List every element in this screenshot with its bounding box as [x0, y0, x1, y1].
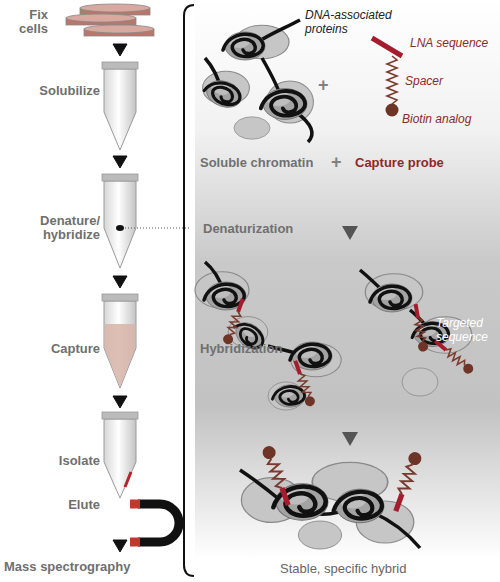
magnet-pole	[130, 500, 140, 509]
probe-part-label: LNA sequence	[410, 36, 498, 50]
step-label: Solubilize	[4, 84, 100, 98]
process-step: Denature/ hybridize	[4, 168, 154, 276]
probe-part-label: Biotin analog	[402, 112, 492, 126]
step-label: Isolate	[4, 454, 100, 468]
tube-body	[104, 69, 136, 150]
plus-sign: +	[318, 76, 338, 94]
flow-arrow	[113, 156, 127, 168]
capture-probe	[261, 444, 295, 507]
flow-arrow	[113, 44, 127, 56]
spacer	[387, 56, 397, 104]
nucleosome	[223, 32, 265, 60]
tube-body	[104, 181, 136, 268]
flow-arrow	[113, 276, 127, 288]
tube-cap	[102, 174, 138, 181]
sample-dot	[116, 225, 124, 231]
tube-cap	[102, 62, 138, 69]
process-step: Elute	[4, 492, 154, 540]
process-step: Isolate	[4, 408, 154, 492]
component-label: Soluble chromatin	[200, 156, 330, 170]
dna-strand	[372, 512, 420, 548]
result-label: Stable, specific hybrid	[280, 562, 480, 576]
plus-sign: +	[331, 153, 351, 171]
step-label: Denature/ hybridize	[4, 214, 100, 242]
step-label: Fix cells	[4, 8, 48, 36]
panel-background	[195, 0, 500, 582]
protein-label: DNA-associated proteins	[305, 8, 400, 36]
step-arrow	[342, 432, 358, 446]
nucleosome	[261, 89, 307, 120]
soluble-chromatin	[201, 20, 313, 142]
protein-blob	[402, 368, 438, 396]
tube-body	[104, 419, 136, 498]
stage-label: Denaturization	[203, 222, 323, 236]
capture-probe	[411, 303, 429, 352]
biotin-analog	[386, 104, 399, 117]
protein-blob	[298, 521, 341, 549]
dish-top	[80, 4, 150, 12]
step-label: Elute	[4, 498, 100, 512]
step-label: Capture	[4, 342, 100, 356]
tube-cap	[102, 412, 138, 419]
callout-label: Targeted sequence	[436, 316, 498, 344]
process-step: Mass spectrography	[4, 552, 154, 580]
protein-blob	[234, 117, 270, 139]
magnet-body	[138, 504, 179, 542]
dotted-leader	[125, 228, 190, 229]
capture-probe	[372, 38, 402, 117]
nucleosome	[370, 284, 412, 312]
process-step: Fix cells	[4, 2, 154, 44]
lna-sequence	[372, 38, 402, 56]
nucleosome	[334, 489, 384, 523]
tube-body	[104, 301, 136, 388]
petri-dishes	[66, 4, 154, 36]
tube	[102, 294, 138, 388]
captured-pellet	[125, 472, 131, 487]
tube-liquid	[105, 324, 136, 387]
magnet-pole	[130, 538, 140, 547]
stage-label: Hybridization	[200, 342, 320, 356]
probe-part-label: Spacer	[405, 74, 465, 88]
flow-arrow	[113, 396, 127, 408]
flow-arrow	[113, 540, 127, 552]
capture-probe	[390, 450, 424, 513]
magnet	[130, 504, 179, 542]
tube	[102, 174, 138, 268]
component-label: Capture probe	[355, 156, 475, 170]
nucleosome	[201, 75, 245, 112]
dish-top	[84, 25, 154, 33]
tube	[102, 412, 138, 498]
capture-probe	[291, 359, 317, 408]
dna-strand	[258, 20, 300, 42]
tube	[102, 62, 138, 150]
bracket	[184, 5, 194, 576]
capture-probe	[222, 297, 248, 346]
dish-top	[66, 14, 136, 22]
hybridizing-chromatin	[195, 262, 475, 410]
process-step: Solubilize	[4, 56, 154, 156]
tube-cap	[102, 294, 138, 301]
nucleosome	[272, 385, 306, 407]
step-arrow	[342, 226, 358, 240]
stable-hybrid	[240, 444, 423, 549]
process-step: Capture	[4, 288, 154, 396]
step-label: Mass spectrography	[4, 560, 150, 574]
